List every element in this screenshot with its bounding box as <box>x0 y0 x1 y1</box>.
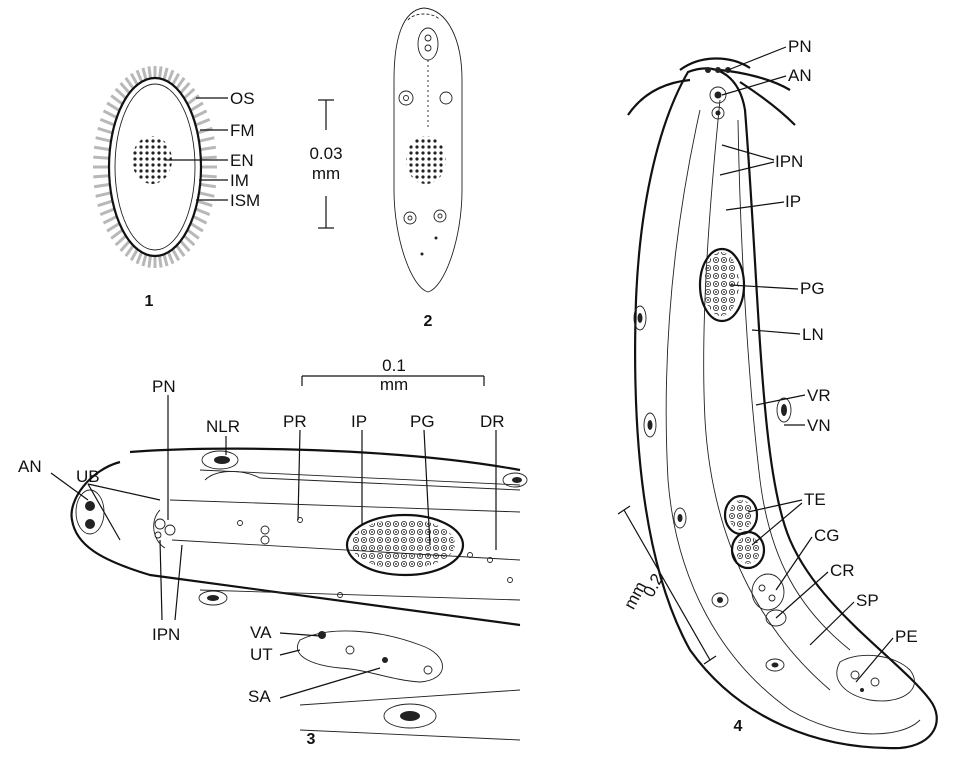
figure-2-larva: 2 <box>394 8 462 330</box>
fig4-label-cg: CG <box>814 526 840 545</box>
fig1-scale-value: 0.03 <box>309 144 342 163</box>
figure-3-adult-anterior: 0.1 mm AN UB PN NLR PR IP PG DR IPN VA U… <box>18 356 527 748</box>
fig1-label-im: IM <box>230 171 249 190</box>
fig4-label-sp: SP <box>856 591 879 610</box>
fig3-label-va: VA <box>250 623 272 642</box>
fig3-scale-value: 0.1 <box>382 356 406 375</box>
fig4-label-vr: VR <box>807 386 831 405</box>
fig4-label-an: AN <box>788 66 812 85</box>
fig4-label-ln: LN <box>802 325 824 344</box>
fig4-label-vn: VN <box>807 416 831 435</box>
fig2-germinal-mass <box>406 136 446 184</box>
fig2-number: 2 <box>424 313 433 330</box>
fig3-label-pn: PN <box>152 377 176 396</box>
fig1-label-fm: FM <box>230 121 255 140</box>
fig3-scale-unit: mm <box>380 375 408 394</box>
fig3-label-an: AN <box>18 457 42 476</box>
fig3-number: 3 <box>307 731 316 748</box>
figure-4-adult-whole: 0.2 mm PN AN IPN IP PG LN VR VN TE CG CR… <box>618 37 937 748</box>
fig3-label-ip: IP <box>351 412 367 431</box>
fig4-label-ipn: IPN <box>775 152 803 171</box>
fig1-scale-unit: mm <box>312 164 340 183</box>
fig1-number: 1 <box>145 293 154 310</box>
fig3-label-nlr: NLR <box>206 417 240 436</box>
fig1-label-os: OS <box>230 89 255 108</box>
fig4-label-pe: PE <box>895 627 918 646</box>
fig4-label-te: TE <box>804 490 826 509</box>
fig3-label-ipn: IPN <box>152 625 180 644</box>
fig3-label-sa: SA <box>248 687 271 706</box>
fig3-label-pg: PG <box>410 412 435 431</box>
fig1-label-ism: ISM <box>230 191 260 210</box>
fig4-germinal-mass <box>703 252 739 316</box>
fig1-label-en: EN <box>230 151 254 170</box>
fig4-label-pn: PN <box>788 37 812 56</box>
fig4-number: 4 <box>734 718 743 735</box>
fig4-label-ip: IP <box>785 192 801 211</box>
fig4-label-cr: CR <box>830 561 855 580</box>
fig3-label-ub: UB <box>76 467 100 486</box>
fig3-label-ut: UT <box>250 645 273 664</box>
fig3-label-pr: PR <box>283 412 307 431</box>
fig4-label-pg: PG <box>800 279 825 298</box>
fig3-label-dr: DR <box>480 412 505 431</box>
fig3-germinal-mass <box>351 519 455 569</box>
figure-1-ciliated-larva: OS FM EN IM ISM 0.03 mm 1 <box>93 66 343 310</box>
